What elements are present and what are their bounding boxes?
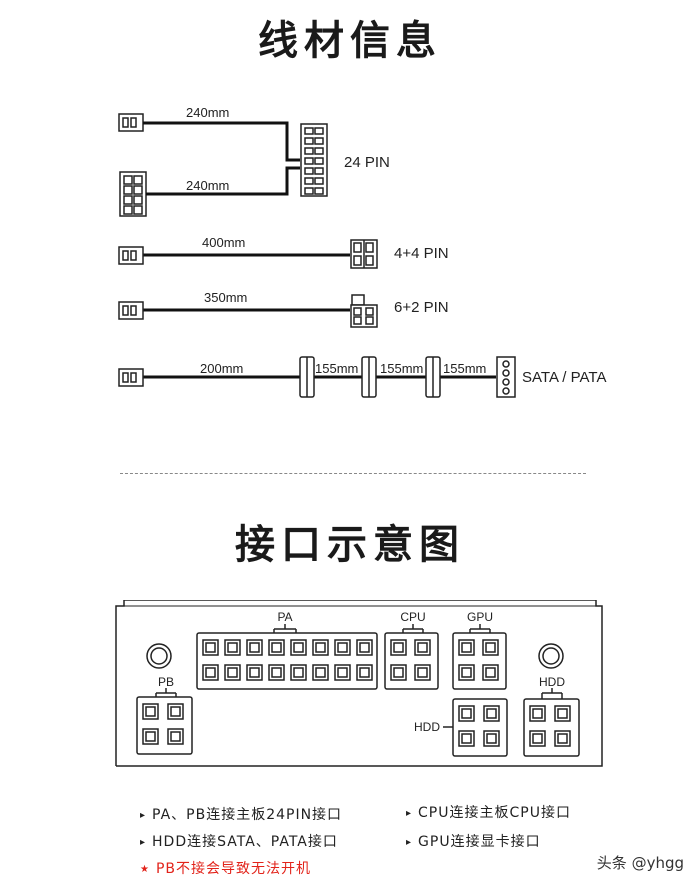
len-24pin-bottom: 240mm xyxy=(186,178,229,193)
sata-connector-2 xyxy=(361,356,377,398)
port-gpu xyxy=(452,624,507,690)
star-icon: ★ xyxy=(140,864,150,875)
arrow-icon: ▸ xyxy=(140,837,147,848)
arrow-icon: ▸ xyxy=(406,808,413,819)
len-sata-1: 200mm xyxy=(200,361,243,376)
label-pb: PB xyxy=(158,675,174,689)
port-pb xyxy=(136,688,193,755)
label-gpu: GPU xyxy=(467,610,493,624)
label-hdd-right: HDD xyxy=(539,675,565,689)
watermark: 头条 @yhgg xyxy=(596,854,684,872)
port-cpu xyxy=(384,624,439,690)
len-sata-2: 155mm xyxy=(315,361,358,376)
port-pa xyxy=(196,624,378,690)
len-24pin-top: 240mm xyxy=(186,105,229,120)
connector-6-2pin xyxy=(350,294,378,328)
sata-connector-1 xyxy=(299,356,315,398)
note-hdd: ▸HDD连接SATA、PATA接口 xyxy=(140,834,338,850)
note-gpu: ▸GPU连接显卡接口 xyxy=(406,834,541,850)
notes-list: ▸PA、PB连接主板24PIN接口 ▸CPU连接主板CPU接口 ▸HDD连接SA… xyxy=(140,800,620,880)
len-6-2pin: 350mm xyxy=(204,290,247,305)
panel-outline xyxy=(115,600,603,767)
cable-diagram: 240mm 240mm 24 PIN 400mm 4+4 PIN 350mm 6… xyxy=(118,105,606,398)
note-cpu: ▸CPU连接主板CPU接口 xyxy=(406,805,571,821)
screw-hole-right xyxy=(538,643,564,669)
cable-sata-plug xyxy=(118,368,144,387)
note-pa-pb: ▸PA、PB连接主板24PIN接口 xyxy=(140,807,343,823)
connector-4-4pin xyxy=(350,239,378,269)
label-sata-pata: SATA / PATA xyxy=(522,369,606,386)
label-pa: PA xyxy=(277,610,292,624)
pata-molex-connector xyxy=(496,356,516,398)
len-sata-4: 155mm xyxy=(443,361,486,376)
cable-24pin-bottom-plug xyxy=(119,171,147,217)
psu-port-panel: PA CPU GPU PB HDD HDD xyxy=(115,600,603,767)
cable-6-2pin-plug xyxy=(118,301,144,320)
connector-24pin xyxy=(300,123,328,197)
label-24pin: 24 PIN xyxy=(344,154,390,171)
wire-info-title: 线材信息 xyxy=(258,18,442,64)
arrow-icon: ▸ xyxy=(406,837,413,848)
port-diagram-title: 接口示意图 xyxy=(235,522,465,568)
label-4-4pin: 4+4 PIN xyxy=(394,245,449,262)
cable-24pin-top-plug xyxy=(118,113,144,132)
label-6-2pin: 6+2 PIN xyxy=(394,299,449,316)
cable-4-4pin-plug xyxy=(118,246,144,265)
arrow-icon: ▸ xyxy=(140,810,147,821)
sata-connector-3 xyxy=(425,356,441,398)
port-hdd-left xyxy=(443,698,508,757)
port-hdd-right xyxy=(523,688,580,757)
label-hdd-left: HDD xyxy=(414,720,440,734)
note-pb-warning: ★PB不接会导致无法开机 xyxy=(140,861,312,877)
screw-hole-left xyxy=(146,643,172,669)
label-cpu: CPU xyxy=(400,610,425,624)
len-sata-3: 155mm xyxy=(380,361,423,376)
section-divider xyxy=(120,473,586,474)
len-4-4pin: 400mm xyxy=(202,235,245,250)
